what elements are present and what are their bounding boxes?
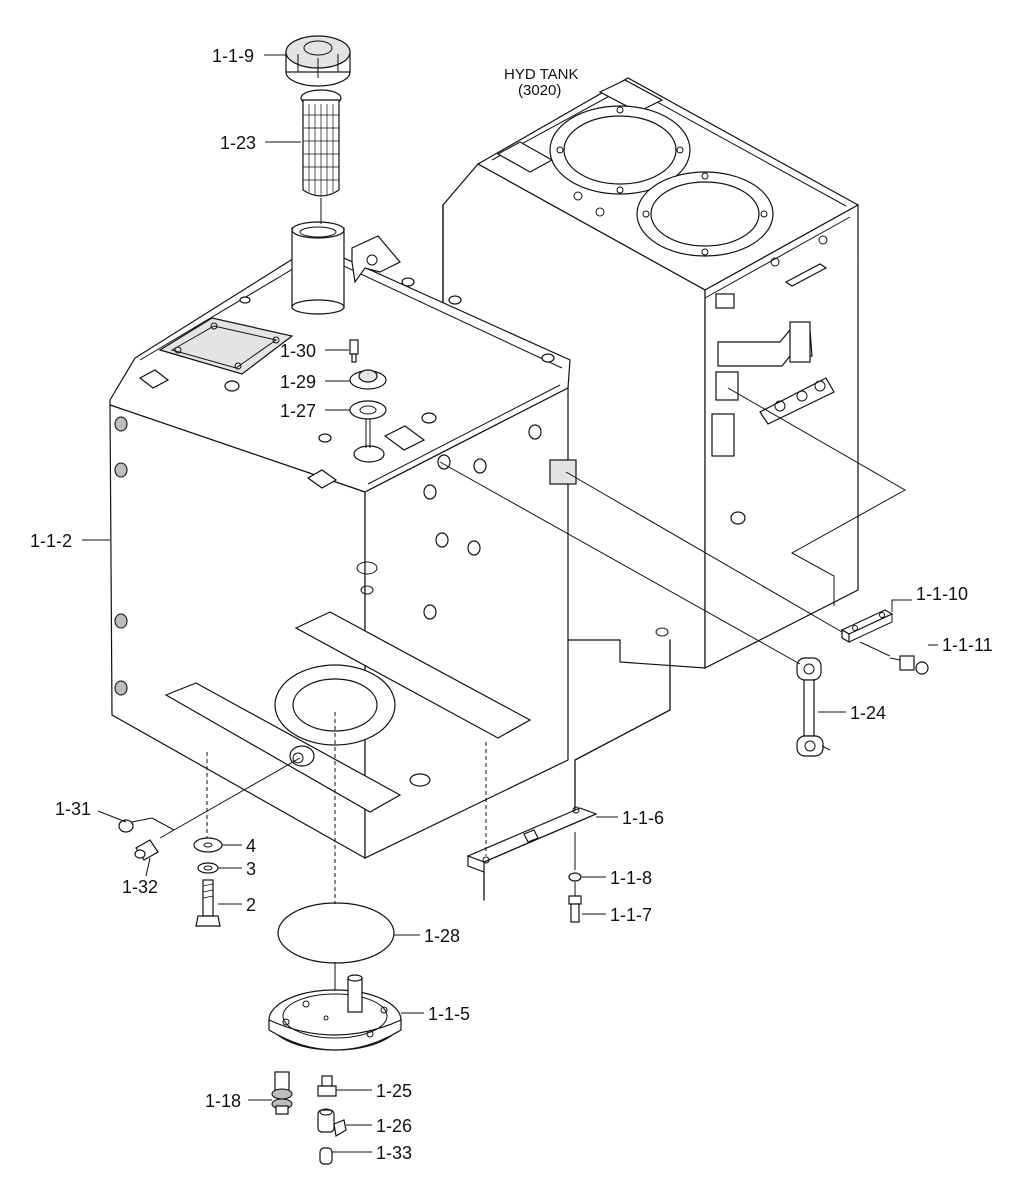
callout-1-1-9: 1-1-9 xyxy=(212,46,254,66)
hyd-tank-subtitle: (3020) xyxy=(518,82,561,99)
callout-1-28: 1-28 xyxy=(424,926,460,946)
callout-1-24: 1-24 xyxy=(850,703,886,723)
strainer-drawing xyxy=(300,89,342,224)
callout-1-33: 1-33 xyxy=(376,1143,412,1163)
callout-1-1-10: 1-1-10 xyxy=(916,584,968,604)
callout-1-32: 1-32 xyxy=(122,877,158,897)
callout-1-1-5: 1-1-5 xyxy=(428,1004,470,1024)
bracket-drawing xyxy=(466,806,598,901)
assembly-lines xyxy=(131,387,907,990)
callout-1-1-6: 1-1-6 xyxy=(622,808,664,828)
bottom-parts-drawing xyxy=(118,819,402,1165)
clamp-parts-drawing xyxy=(840,609,929,675)
fuel-tank-drawing xyxy=(109,221,577,860)
callout-1-29: 1-29 xyxy=(280,372,316,392)
callout-4: 4 xyxy=(246,836,256,856)
callout-1-1-7: 1-1-7 xyxy=(610,905,652,925)
filler-cap-drawing xyxy=(285,35,351,87)
callout-1-25: 1-25 xyxy=(376,1081,412,1101)
hyd-tank-title: HYD TANK xyxy=(504,66,578,83)
callout-1-27: 1-27 xyxy=(280,401,316,421)
callout-2: 2 xyxy=(246,895,256,915)
callout-1-1-11: 1-1-11 xyxy=(942,635,993,655)
callout-1-26: 1-26 xyxy=(376,1116,412,1136)
callout-1-23: 1-23 xyxy=(220,133,256,153)
callout-1-18: 1-18 xyxy=(205,1091,241,1111)
callout-3: 3 xyxy=(246,859,256,879)
callout-1-31: 1-31 xyxy=(55,799,91,819)
sender-parts-drawing xyxy=(349,339,387,448)
callout-1-30: 1-30 xyxy=(280,341,316,361)
callout-1-1-8: 1-1-8 xyxy=(610,868,652,888)
link-rod-drawing xyxy=(796,657,831,757)
callouts: 1-1-9 1-23 1-30 1-29 1-27 1-1-2 1-1-10 1… xyxy=(30,46,993,1163)
callout-1-1-2: 1-1-2 xyxy=(30,531,72,551)
